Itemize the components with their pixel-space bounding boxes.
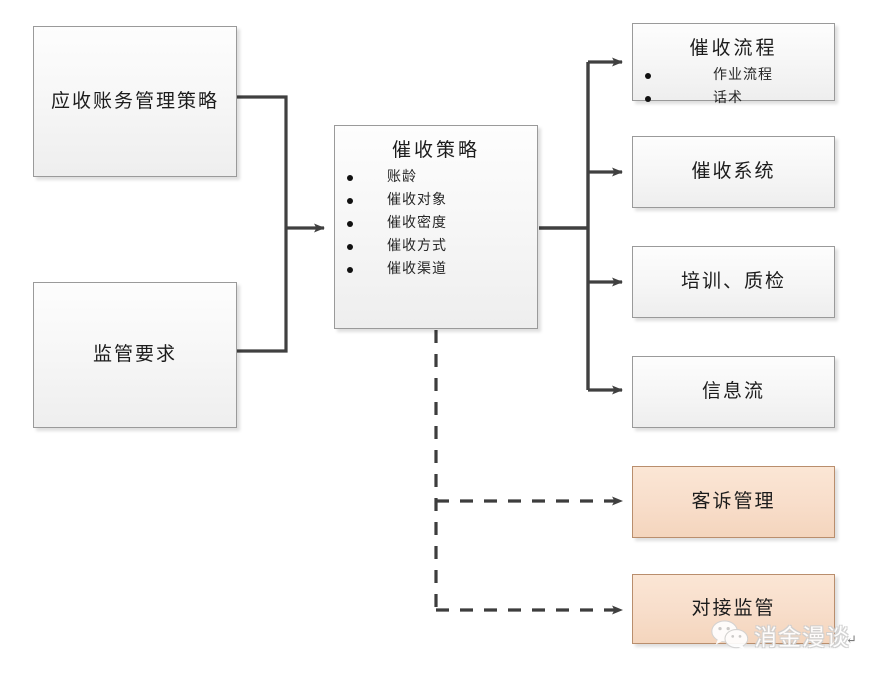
watermark: 消金漫谈 [710,612,870,658]
node-collection-strategy-title: 催收策略 [391,140,480,161]
node-complaint-management[interactable]: 客诉管理 [632,466,835,538]
connector-inputs-to-strategy [236,95,325,353]
node-training-qc-inner: 培训、质检 [633,269,834,295]
node-regulator-interface-label: 对接监管 [691,598,776,620]
node-complaint-management-label: 客诉管理 [691,491,776,513]
node-collection-system-inner: 催收系统 [633,159,834,185]
node-collection-strategy[interactable]: 催收策略 账龄 催收对象 催收密度 催收方式 催收渠道 [334,125,538,329]
list-item: 催收方式 [335,235,537,258]
node-receivable-policy[interactable]: 应收账务管理策略 [33,26,237,177]
node-information-flow-inner: 信息流 [633,379,834,405]
node-regulator-interface-inner: 对接监管 [633,596,834,622]
list-item: 催收对象 [335,189,537,212]
node-collection-strategy-list: 账龄 催收对象 催收密度 催收方式 催收渠道 [335,166,537,281]
node-training-qc[interactable]: 培训、质检 [632,246,835,318]
node-collection-process-title: 催收流程 [689,38,778,59]
list-item: 话术 [633,87,834,110]
node-information-flow-label: 信息流 [701,381,765,403]
watermark-text: 消金漫谈 [754,625,850,650]
list-item: 催收渠道 [335,258,537,281]
node-regulatory-requirement[interactable]: 监管要求 [33,282,237,428]
node-information-flow[interactable]: 信息流 [632,356,835,428]
list-item: 催收密度 [335,212,537,235]
list-item: 账龄 [335,166,537,189]
node-complaint-management-inner: 客诉管理 [633,489,834,515]
node-receivable-policy-inner: 应收账务管理策略 [34,89,236,115]
wechat-icon [711,620,749,650]
connector-strategy-dashed [434,330,623,615]
node-collection-system[interactable]: 催收系统 [632,136,835,208]
node-receivable-policy-label: 应收账务管理策略 [50,90,219,112]
node-collection-strategy-inner: 催收策略 账龄 催收对象 催收密度 催收方式 催收渠道 [335,126,537,281]
node-training-qc-label: 培训、质检 [680,271,786,293]
list-item: 作业流程 [633,64,834,87]
paragraph-mark: ↵ [846,632,857,647]
node-collection-process-list: 作业流程 话术 [633,64,834,110]
node-collection-system-label: 催收系统 [691,161,776,183]
connector-strategy-to-outputs [539,57,623,395]
node-regulatory-requirement-label: 监管要求 [92,344,177,366]
node-regulatory-requirement-inner: 监管要求 [34,342,236,368]
node-collection-process[interactable]: 催收流程 作业流程 话术 [632,23,835,106]
node-collection-process-inner: 催收流程 作业流程 话术 [633,24,834,110]
